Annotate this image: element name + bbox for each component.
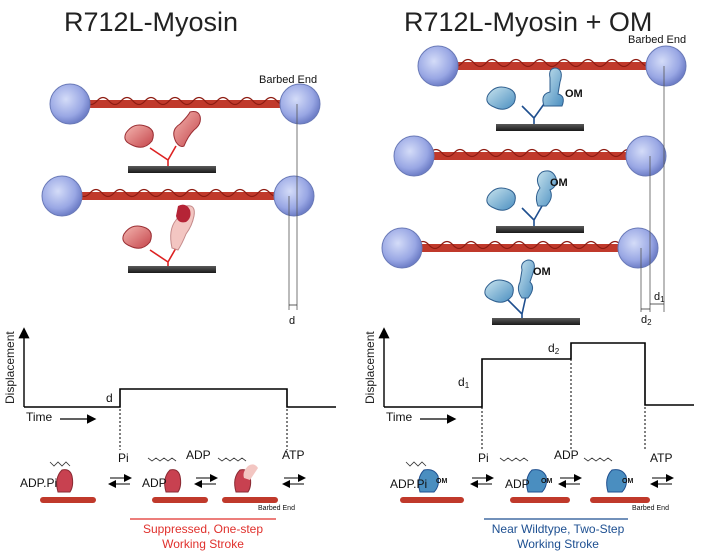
bead xyxy=(49,83,91,125)
actin-filament xyxy=(84,96,290,108)
myosin-motor xyxy=(486,170,584,233)
cycle-barbed-end: Barbed End xyxy=(258,505,295,512)
cycle-right xyxy=(400,457,674,520)
displacement-trace-right xyxy=(378,327,694,450)
x-axis-label: Time xyxy=(386,410,413,424)
cycle-label-atp: ATP xyxy=(650,451,673,465)
om-label: OM xyxy=(541,478,553,485)
cycle-label-pi: Pi xyxy=(478,451,489,465)
myosin-motor xyxy=(484,259,580,325)
cycle-label-atp: ATP xyxy=(282,448,305,462)
y-axis-label: Displacement xyxy=(363,331,377,404)
barbed-end-label: Barbed End xyxy=(259,74,318,86)
myosin-motor xyxy=(486,67,584,131)
bead xyxy=(273,175,315,217)
cycle-label-adp: ADP xyxy=(554,448,579,462)
cycle-label-pi: Pi xyxy=(118,451,129,465)
cycle-state-adppi: ADP.Pi xyxy=(390,477,428,491)
barbed-end-label: Barbed End xyxy=(628,34,687,46)
bead xyxy=(393,135,435,177)
om-label: OM xyxy=(622,478,634,485)
om-label: OM xyxy=(533,266,551,278)
bead xyxy=(625,135,667,177)
cycle-label-adp: ADP xyxy=(186,448,211,462)
cycle-left xyxy=(40,457,306,520)
bead xyxy=(645,45,687,87)
cycle-state-adp: ADP xyxy=(505,477,530,491)
step-label-d1: d1 xyxy=(458,375,470,390)
om-label: OM xyxy=(565,88,583,100)
bead xyxy=(279,83,321,125)
y-axis-label: Displacement xyxy=(3,331,17,404)
x-axis-label: Time xyxy=(26,410,53,424)
step-label-d2: d2 xyxy=(548,341,560,356)
left-panel-title: R712L-Myosin xyxy=(64,7,239,37)
displacement-label-d: d xyxy=(289,315,296,327)
om-label: OM xyxy=(550,177,568,189)
actin-filament xyxy=(404,240,635,252)
myosin-motor xyxy=(124,111,216,173)
bead xyxy=(417,45,459,87)
displacement-label-d1: d1 xyxy=(654,291,665,304)
bead xyxy=(41,175,83,217)
displacement-label-d2: d2 xyxy=(641,314,652,327)
right-panel-title: R712L-Myosin + OM xyxy=(404,7,653,37)
actin-filament xyxy=(77,188,288,200)
om-label: OM xyxy=(436,478,448,485)
myosin-motor xyxy=(122,204,216,273)
actin-filament xyxy=(417,148,648,160)
cycle-state-adppi: ADP.Pi xyxy=(20,476,58,490)
step-label-d: d xyxy=(106,391,113,405)
bead xyxy=(381,227,423,269)
cycle-state-adp: ADP xyxy=(142,476,167,490)
displacement-trace-left xyxy=(18,327,336,450)
bead xyxy=(617,227,659,269)
actin-filament xyxy=(449,58,667,70)
cycle-barbed-end: Barbed End xyxy=(632,505,669,512)
